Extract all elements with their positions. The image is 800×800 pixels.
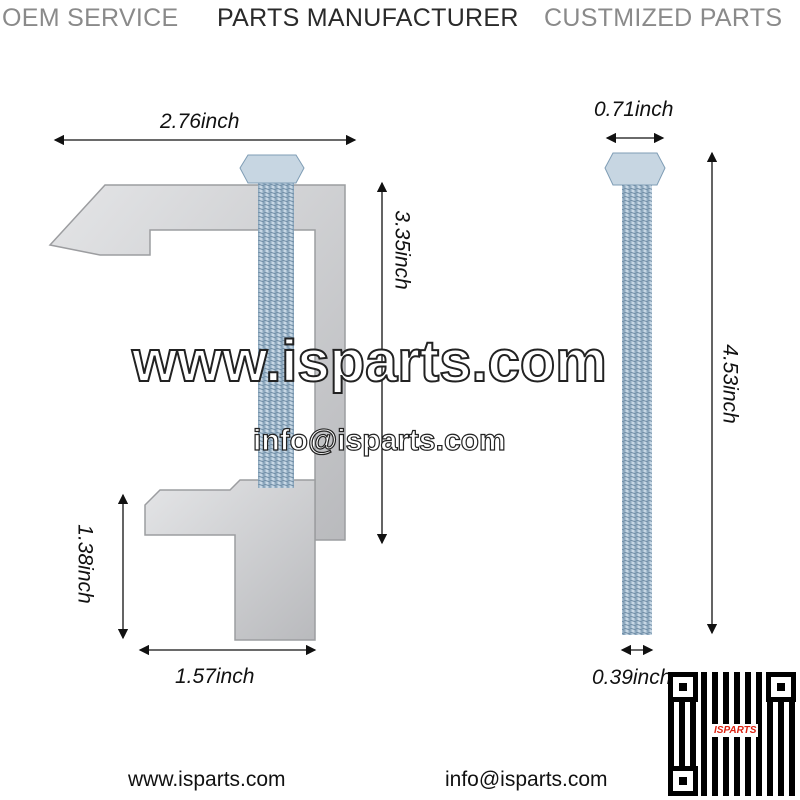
bolt xyxy=(604,152,666,635)
dim-bolt-length: 4.53inch xyxy=(718,344,742,424)
header-parts-manufacturer: PARTS MANUFACTURER xyxy=(217,4,519,32)
watermark-site: www.isparts.com xyxy=(131,328,608,395)
clamp-bolt-head xyxy=(239,154,305,184)
footer-email[interactable]: info@isparts.com xyxy=(445,768,608,791)
qr-logo: ISPARTS xyxy=(712,724,759,737)
dimension-lines xyxy=(53,132,718,656)
dim-clamp-height: 3.35inch xyxy=(390,210,414,290)
bolt-head xyxy=(604,152,666,186)
header-oem-service: OEM SERVICE xyxy=(2,4,179,32)
dim-jaw-width: 1.57inch xyxy=(175,665,255,688)
footer-site[interactable]: www.isparts.com xyxy=(128,768,286,791)
qr-code: ISPARTS xyxy=(668,672,796,796)
header-customized-parts: CUSTMIZED PARTS xyxy=(544,4,783,32)
bolt-shaft xyxy=(622,185,652,635)
clamp-bolt-shaft xyxy=(258,183,294,488)
dim-clamp-width: 2.76inch xyxy=(160,110,240,133)
clamp-jaw xyxy=(144,479,316,641)
dim-bolt-head: 0.71inch xyxy=(594,98,674,121)
dim-jaw-height: 1.38inch xyxy=(73,524,97,604)
dim-bolt-diameter: 0.39inch xyxy=(592,666,672,689)
clamp xyxy=(48,154,346,641)
watermark-email: info@isparts.com xyxy=(252,423,506,457)
